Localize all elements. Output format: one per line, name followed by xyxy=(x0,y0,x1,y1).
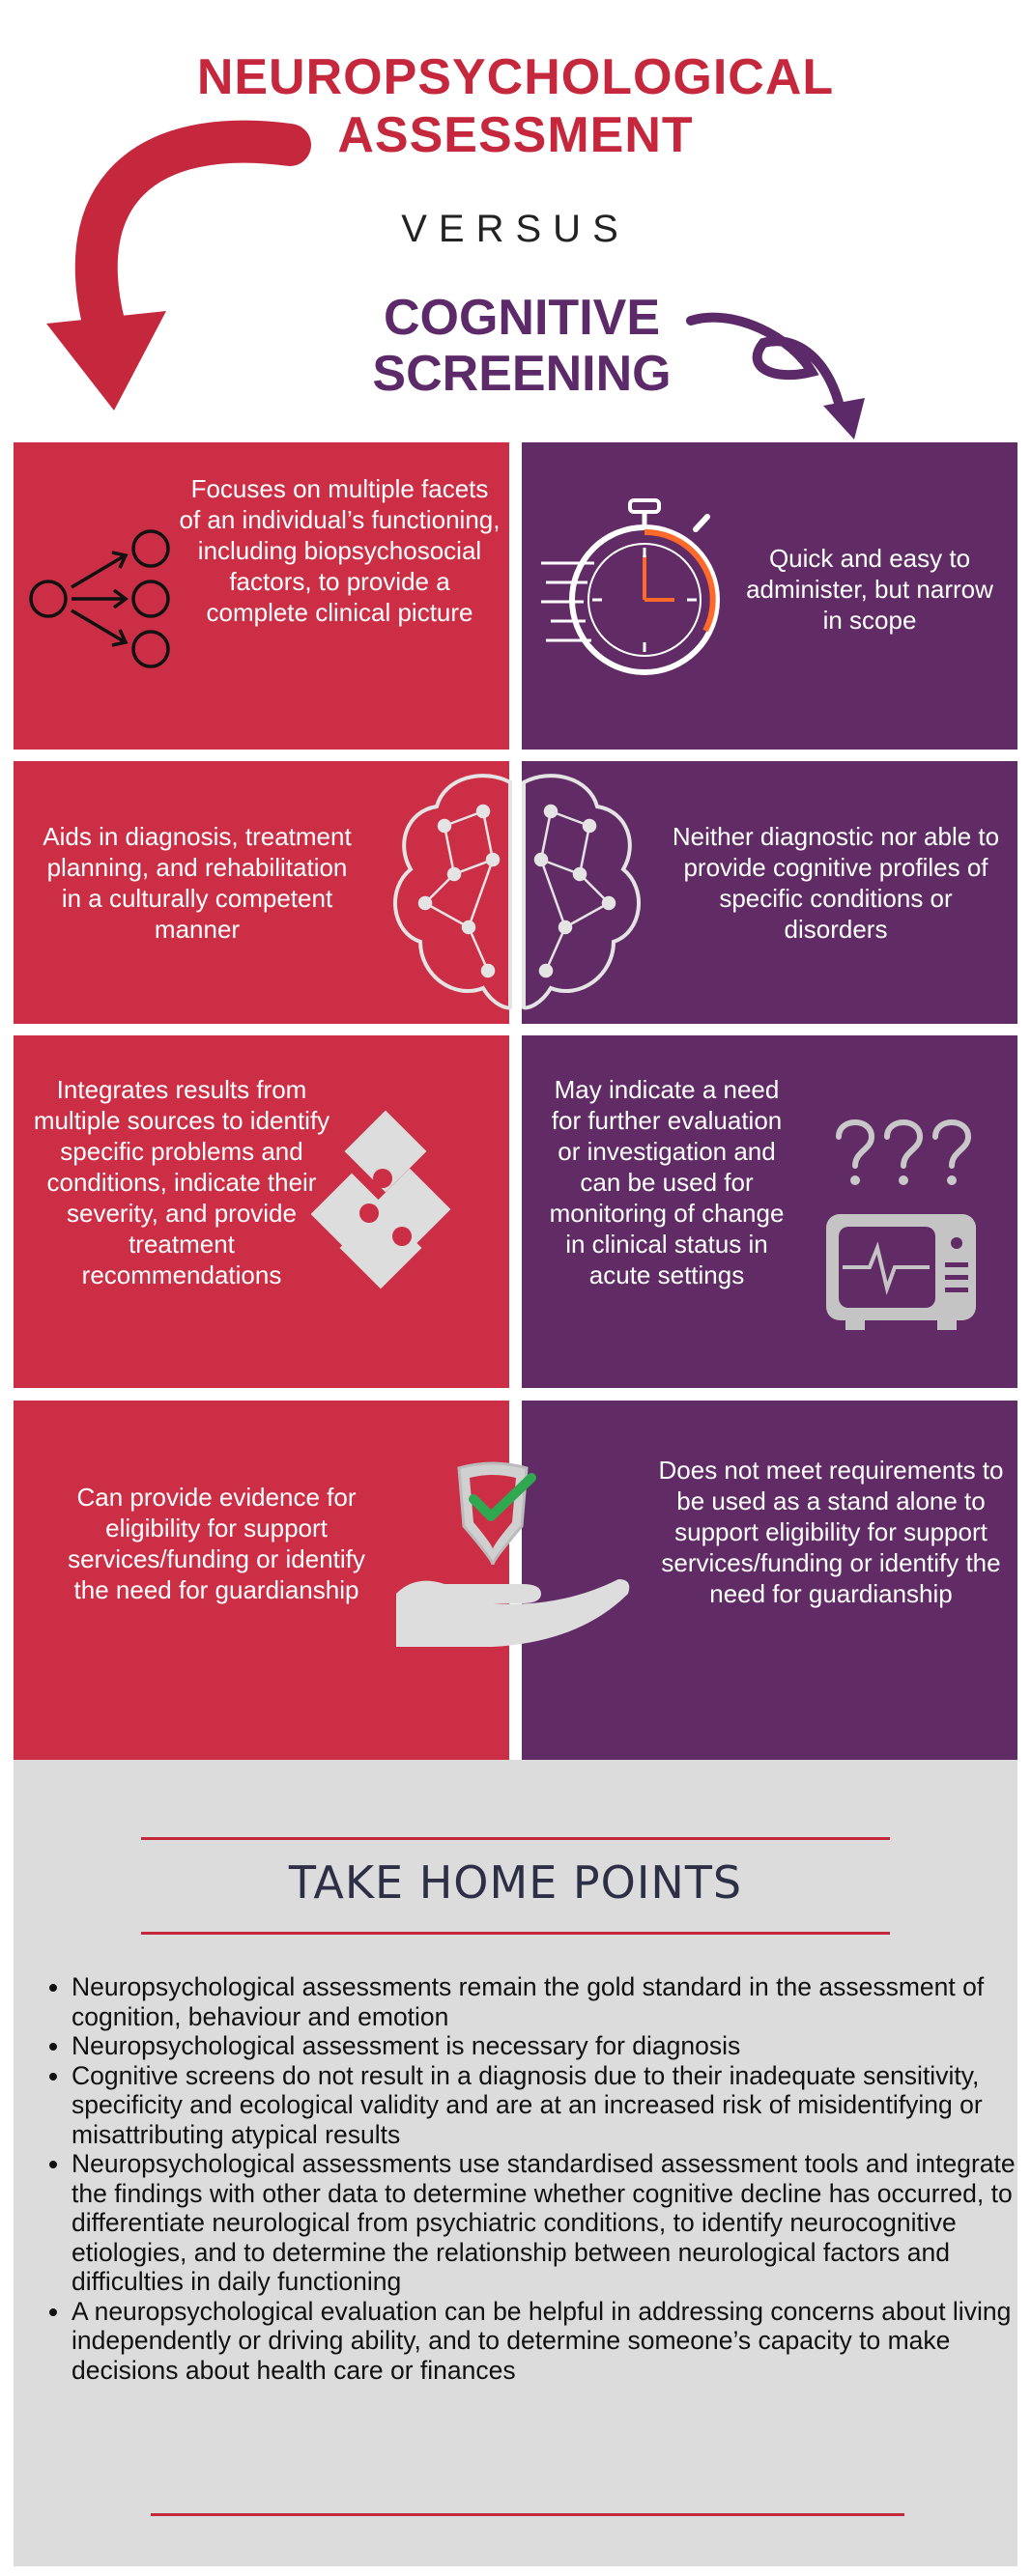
subtitle: COGNITIVE SCREENING xyxy=(290,290,754,402)
take-home-point: A neuropsychological evaluation can be h… xyxy=(72,2297,1031,2386)
screening-panel-1: Quick and easy to administer, but narrow… xyxy=(522,442,1017,750)
subtitle-line-1: COGNITIVE xyxy=(383,290,661,346)
brain-icon xyxy=(393,774,641,1010)
purple-swirl-arrow-icon xyxy=(686,312,865,439)
take-home-title: TAKE HOME POINTS xyxy=(288,1856,743,1909)
top-divider xyxy=(141,1837,890,1840)
take-home-point: Neuropsychological assessments remain th… xyxy=(72,1972,1031,2031)
versus-label: VERSUS xyxy=(401,208,630,250)
take-home-point: Neuropsychological assessment is necessa… xyxy=(72,2031,1031,2061)
network-arrows-icon xyxy=(29,529,170,668)
take-home-point: Neuropsychological assessments use stand… xyxy=(72,2149,1031,2297)
screening-panel-4: Does not meet requirements to be used as… xyxy=(522,1401,1017,1760)
take-home-point: Cognitive screens do not result in a dia… xyxy=(72,2061,1031,2150)
puzzle-icon xyxy=(310,1110,451,1289)
title-line-2: ASSESSMENT xyxy=(337,107,694,163)
neuro-text-3: Integrates results from multiple sources… xyxy=(33,1075,330,1289)
screening-text-4: Does not meet requirements to be used as… xyxy=(658,1456,1004,1608)
screening-text-1: Quick and easy to administer, but narrow… xyxy=(746,544,993,635)
shield-check-hand-icon xyxy=(396,1461,630,1647)
neuro-text-1: Focuses on multiple facets of an individ… xyxy=(179,474,501,627)
question-marks-icon xyxy=(836,1119,972,1185)
neuro-text-2: Aids in diagnosis, treatment planning, a… xyxy=(43,822,352,944)
neuro-text-4: Can provide evidence for eligibility for… xyxy=(68,1483,365,1604)
take-home-list: Neuropsychological assessments remain th… xyxy=(31,1972,1031,2385)
neuro-panel-1: Focuses on multiple facets of an individ… xyxy=(14,442,509,750)
neuro-panel-2: Aids in diagnosis, treatment planning, a… xyxy=(14,761,509,1024)
screening-text-2: Neither diagnostic nor able to provide c… xyxy=(672,822,1000,944)
screening-panel-2: Neither diagnostic nor able to provide c… xyxy=(522,761,1017,1024)
stopwatch-icon xyxy=(541,498,720,675)
bottom-divider xyxy=(151,2513,904,2516)
subtitle-line-2: SCREENING xyxy=(372,346,672,402)
monitor-icon xyxy=(826,1214,976,1330)
take-home-section: TAKE HOME POINTS Neuropsychological asse… xyxy=(14,1760,1017,2566)
screening-panel-3: May indicate a need for further evaluati… xyxy=(522,1035,1017,1388)
title-line-1: NEUROPSYCHOLOGICAL xyxy=(196,49,835,105)
red-curved-arrow-icon xyxy=(46,120,311,410)
title-divider xyxy=(141,1932,890,1935)
neuro-panel-3: Integrates results from multiple sources… xyxy=(14,1035,509,1388)
main-title: NEUROPSYCHOLOGICAL ASSESSMENT xyxy=(0,48,1031,164)
screening-text-3: May indicate a need for further evaluati… xyxy=(549,1075,785,1289)
neuro-panel-4: Can provide evidence for eligibility for… xyxy=(14,1401,509,1760)
